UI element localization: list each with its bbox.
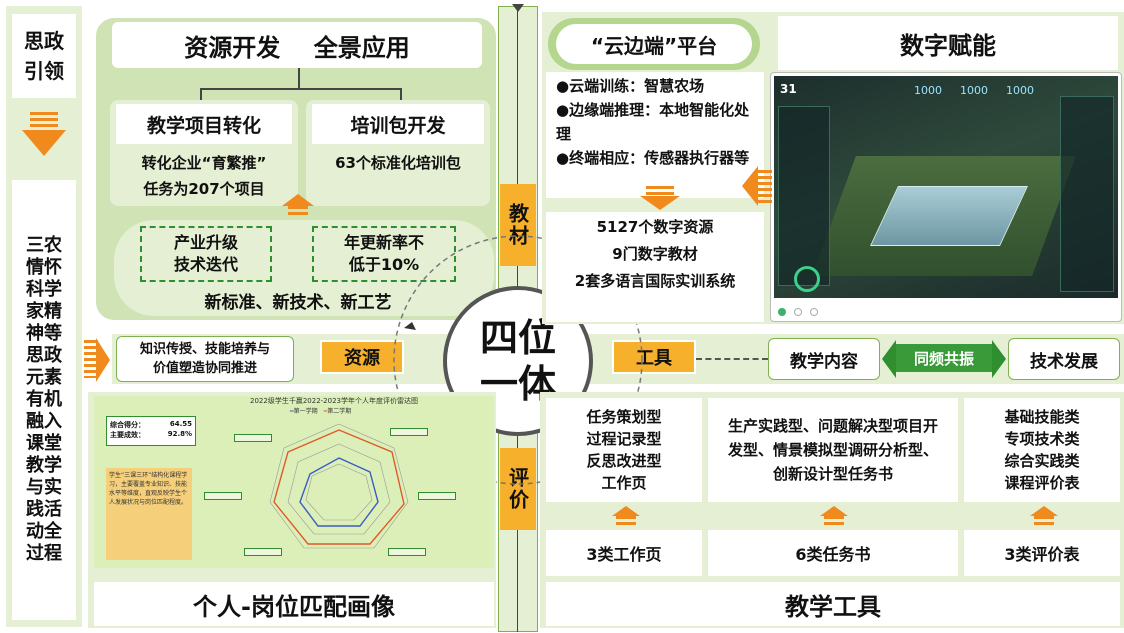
connector-line: [298, 68, 300, 88]
radar-chart-image: 2022级学生千赢2022-2023学年个人年度评价雷达图 ━第一学期 ━第二学…: [94, 396, 494, 568]
radar-label-box: [390, 428, 428, 436]
tool-col1-text: 任务策划型 过程记录型 反思改进型 工作页: [546, 398, 702, 502]
left-arrow-stripe: [30, 112, 58, 130]
score-box: 综合得分： 64.55 主要成效： 92.8%: [106, 416, 196, 446]
radar-label-box: [244, 548, 282, 556]
tool-col3-up-stripe: [1034, 516, 1054, 525]
radar-series-1: [299, 457, 379, 527]
axis-arrow-top-icon: [512, 4, 524, 12]
cloud-down-stripe: [646, 186, 674, 196]
dashboard-right-panel: [1060, 96, 1114, 292]
score1-label: 综合得分：: [110, 421, 145, 429]
training-pack-line1: 63个标准化培训包: [335, 154, 461, 172]
portrait-note: 学生“三课三环”结构化课程学习，主要覆盖专业知识、技能水平等维度，直观反映学生个…: [106, 468, 192, 560]
dashboard-temp: 31: [780, 82, 797, 96]
score2-label: 主要成效：: [110, 431, 145, 439]
digital-stats: 5127个数字资源 9门数字教材 2套多语言国际实训系统: [546, 212, 764, 322]
resource-bottom-band: [114, 220, 494, 316]
cloud-bullet-3: ●终端相应：传感器执行器等: [556, 149, 750, 167]
radar-label-box: [234, 434, 272, 442]
tool-col3-up-arrow-icon: [1030, 506, 1058, 516]
radar-legend: ━第一学期 ━第二学期: [290, 408, 352, 415]
cloud-title: “云边端”平台: [556, 24, 752, 64]
radar-chart: [269, 423, 409, 549]
tool-col3-text: 基础技能类 专项技术类 综合实践类 课程评价表: [964, 398, 1120, 502]
legend-series-2: 第二学期: [327, 408, 352, 415]
radar-label-box: [418, 492, 456, 500]
connector-line: [200, 88, 400, 90]
evaluation-label-text: 评价: [505, 467, 530, 511]
dashboard-stat-1: 1000: [914, 84, 942, 97]
textbook-label: 教材: [500, 184, 536, 266]
resource-label: 资源: [320, 340, 404, 374]
teaching-tools-title: 教学工具: [546, 582, 1120, 626]
ideology-vertical-text-box: 三农情怀科学家精神等思政元素有机融入课堂教学与实践活动全过程: [12, 180, 76, 620]
tool-label: 工具: [612, 340, 696, 374]
project-conversion-line1: 转化企业“育繁推”: [141, 154, 267, 172]
left-arrow-icon: [742, 166, 758, 206]
update-rate-box: 年更新率不 低于10%: [312, 226, 456, 282]
tech-development-box: 技术发展: [1008, 338, 1120, 380]
knowledge-box: 知识传授、技能培养与 价值塑造协同推进: [116, 336, 294, 382]
resonance-arrow-right-icon: [992, 340, 1006, 378]
tool-col1-count: 3类工作页: [546, 530, 702, 576]
training-pack-title: 培训包开发: [312, 104, 484, 144]
digital-title: 数字赋能: [778, 16, 1118, 70]
right-arrow-icon: [96, 338, 110, 382]
legend-series-1: 第一学期: [293, 408, 318, 415]
project-conversion-title: 教学项目转化: [116, 104, 292, 144]
dashboard-dot: [810, 308, 818, 316]
radar-title: 2022级学生千赢2022-2023学年个人年度评价雷达图: [250, 397, 418, 405]
tool-col2-up-stripe: [824, 516, 844, 525]
left-arrow-stripe-digital: [758, 170, 772, 204]
radar-label-box: [204, 492, 242, 500]
cloud-down-arrow-icon: [640, 196, 680, 210]
digital-stat-3: 2套多语言国际实训系统: [574, 272, 736, 290]
project-conversion-line2: 任务为207个项目: [143, 180, 265, 198]
radar-series-2: [273, 429, 405, 545]
resource-up-arrow-icon: [282, 194, 314, 206]
tool-col1-up-arrow-icon: [612, 506, 640, 516]
connector-line: [200, 88, 202, 100]
cloud-bullet-1: ●云端训练：智慧农场: [556, 77, 705, 95]
radar-label-box: [388, 548, 426, 556]
resource-up-stripe: [288, 206, 308, 216]
ideology-vertical-text: 三农情怀科学家精神等思政元素有机融入课堂教学与实践活动全过程: [26, 235, 62, 564]
dashboard-dot: [778, 308, 786, 316]
industry-upgrade-box: 产业升级 技术迭代: [140, 226, 272, 282]
teaching-content-box: 教学内容: [768, 338, 880, 380]
dashboard-left-panel: [778, 106, 830, 286]
digital-stat-1: 5127个数字资源: [596, 218, 714, 236]
tool-col3-count: 3类评价表: [964, 530, 1120, 576]
ideology-lead-box: 思政 引领: [12, 14, 76, 98]
score1-value: 64.55: [169, 420, 192, 428]
cloud-bullet-2: ●边缘端推理：本地智能化处理: [556, 101, 750, 143]
digital-stat-2: 9门数字教材: [612, 245, 698, 263]
resource-title: 资源开发 全景应用: [112, 22, 482, 68]
dashboard-stat-2: 1000: [960, 84, 988, 97]
resonance-label: 同频共振: [896, 344, 992, 372]
tool-col2-text: 生产实践型、问题解决型项目开发型、情景模拟型调研分析型、创新设计型任务书: [708, 398, 958, 502]
connector-line: [400, 88, 402, 100]
dashboard-gauge: [794, 266, 820, 292]
tool-col2-up-arrow-icon: [820, 506, 848, 516]
dashboard-stat-3: 1000: [1006, 84, 1034, 97]
left-arrow-stripe-mid: [84, 340, 98, 378]
score2-value: 92.8%: [167, 430, 192, 438]
dashboard-screen: 31 1000 1000 1000: [774, 76, 1118, 298]
tool-col2-count: 6类任务书: [708, 530, 958, 576]
resonance-arrow-left-icon: [882, 340, 896, 378]
textbook-label-text: 教材: [505, 203, 530, 247]
cloud-body: ●云端训练：智慧农场 ●边缘端推理：本地智能化处理 ●终端相应：传感器执行器等: [546, 72, 764, 198]
evaluation-label: 评价: [500, 448, 536, 530]
left-down-arrow-icon: [22, 130, 66, 156]
tool-col1-up-stripe: [616, 516, 636, 525]
portrait-title: 个人-岗位匹配画像: [94, 582, 494, 626]
resource-caption: 新标准、新技术、新工艺: [204, 293, 392, 313]
tool-to-content-line: [696, 358, 768, 360]
dashboard-dot: [794, 308, 802, 316]
